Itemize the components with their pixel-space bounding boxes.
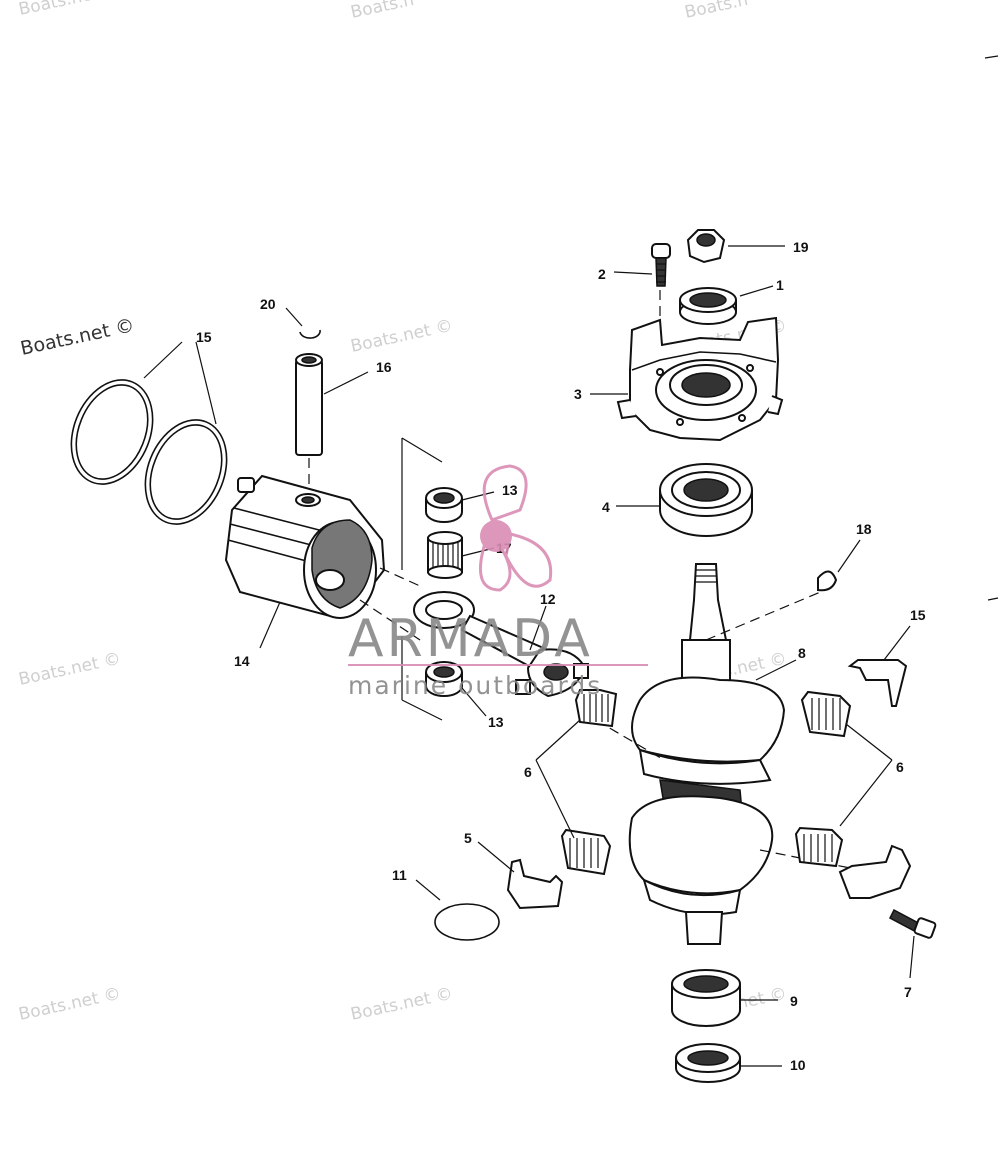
assembly-line [705, 587, 831, 641]
edge-mark [984, 55, 999, 59]
assembly-line [379, 567, 421, 587]
part-18-woodruff-key [817, 570, 838, 592]
callout-10: 10 [790, 1057, 806, 1073]
part-13-lower-washer [425, 661, 463, 697]
assembly-line [595, 719, 665, 761]
callout-15: 15 [196, 329, 212, 345]
watermark: Boats.n [683, 0, 750, 23]
callout-20: 20 [260, 296, 276, 312]
watermark: Boats.net © [17, 984, 123, 1025]
part-6-cage-upper-right [800, 690, 852, 738]
part-7-bolt [889, 908, 937, 939]
part-17-needle-bearing [427, 531, 463, 579]
part-14-piston [224, 474, 386, 619]
part-15-piston-rings [70, 379, 228, 525]
part-5-rod-cap [506, 858, 564, 910]
callout-14: 14 [234, 653, 250, 669]
callout-7: 7 [904, 984, 912, 1000]
assembly-line [359, 599, 421, 641]
part-15-race [847, 659, 908, 707]
callout-12: 12 [540, 591, 556, 607]
watermark: Boats.net © [349, 316, 455, 357]
part-20-retaining-ring [299, 329, 321, 339]
bracket [401, 636, 443, 721]
edge-mark [987, 597, 999, 601]
part-1-seal [679, 287, 737, 325]
callout-15: 15 [910, 607, 926, 623]
part-10-seal [675, 1043, 741, 1083]
part-12-connecting-rod [413, 591, 589, 698]
callout-6: 6 [896, 759, 904, 775]
watermark: Boats.n [349, 0, 416, 23]
part-2-screw [651, 243, 671, 287]
callout-5: 5 [464, 830, 472, 846]
callout-16: 16 [376, 359, 392, 375]
part-8-crankshaft [628, 563, 786, 945]
armada-brand-text: ARMADA [348, 609, 593, 669]
part-19-nut [686, 229, 726, 264]
callout-4: 4 [602, 499, 610, 515]
callout-13: 13 [488, 714, 504, 730]
armada-tagline: marine outboards [348, 671, 602, 700]
callout-2: 2 [598, 266, 606, 282]
watermark: Boats.net [17, 0, 101, 20]
callout-13: 13 [502, 482, 518, 498]
part-6-cage-lower-left [560, 828, 612, 876]
part-6-cage-lower-right [794, 826, 844, 868]
callout-8: 8 [798, 645, 806, 661]
part-3-end-cap [616, 316, 784, 442]
watermark: Boats.net © [17, 649, 123, 690]
part-6-cage-upper-left [574, 689, 618, 728]
part-4-ball-bearing [659, 463, 753, 537]
main-watermark: Boats.net © [18, 314, 136, 360]
part-13-upper-washer [425, 487, 463, 523]
propeller-icon [478, 464, 553, 592]
armada-logo: ARMADA marine outboards [348, 464, 648, 700]
callout-11: 11 [392, 867, 407, 883]
callout-1: 1 [776, 277, 784, 293]
callout-3: 3 [574, 386, 582, 402]
callout-9: 9 [790, 993, 798, 1009]
callout-numbers: 19 2 1 20 15 16 3 13 4 17 18 12 15 14 8 … [196, 239, 926, 1073]
leader-lines [143, 245, 915, 1067]
part-9-needle-bearing [671, 969, 741, 1027]
bracket [401, 437, 443, 570]
watermark: Boats.net © [349, 984, 455, 1025]
part-rod-cap-right [838, 844, 912, 899]
part-11-o-ring [434, 903, 500, 941]
callout-19: 19 [793, 239, 809, 255]
callout-18: 18 [856, 521, 872, 537]
callout-6: 6 [524, 764, 532, 780]
part-16-wrist-pin [295, 353, 323, 456]
